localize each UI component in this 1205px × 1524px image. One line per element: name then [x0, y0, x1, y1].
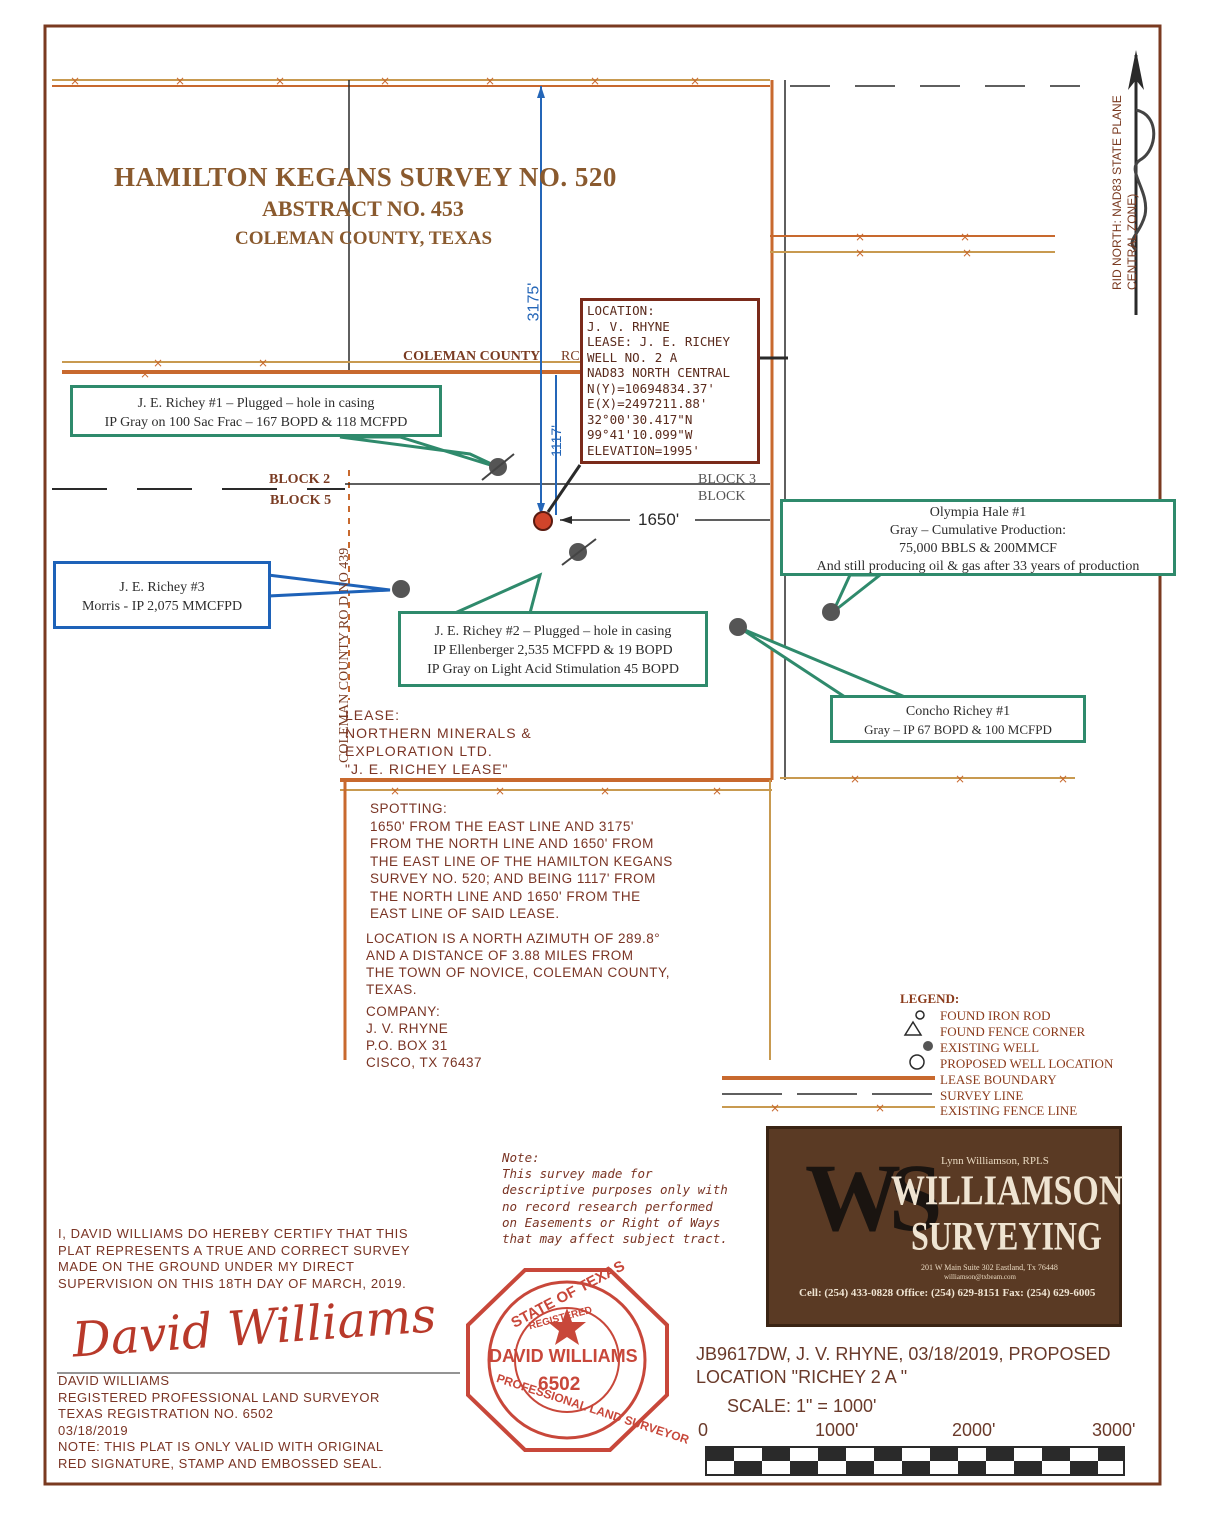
svg-text:×: × — [770, 1101, 780, 1115]
block5-label: BLOCK 5 — [270, 493, 332, 508]
legend-found-iron-rod: FOUND IRON ROD — [940, 1008, 1051, 1023]
legend-existing-well: EXISTING WELL — [940, 1040, 1040, 1055]
location-box-pointer — [546, 464, 582, 513]
svg-text:×: × — [175, 74, 185, 88]
svg-text:×: × — [962, 246, 972, 260]
plat-border — [43, 24, 1162, 1486]
job-line-1: JB9617DW, J. V. RHYNE, 03/18/2019, PROPO… — [696, 1344, 1111, 1364]
logo-initials: WS — [805, 1144, 942, 1251]
company-block: COMPANY: J. V. RHYNE P.O. BOX 31 CISCO, … — [366, 1004, 483, 1070]
scale-tick-2000: 2000' — [952, 1420, 996, 1440]
block2-label: BLOCK 2 — [269, 472, 331, 487]
fence-x-marks-top: × × × × × × × — [70, 74, 700, 88]
seal-name: DAVID WILLIAMS — [489, 1346, 638, 1366]
survey-note: Note: This survey made for descriptive p… — [502, 1150, 728, 1247]
callout-concho: Concho Richey #1 Gray – IP 67 BOPD & 100… — [830, 695, 1086, 743]
road-label-top-suffix: RC — [561, 349, 580, 364]
callout-pointer-richey3 — [266, 573, 391, 598]
north-arrow-head — [1128, 50, 1144, 90]
svg-text:×: × — [390, 784, 400, 798]
logo-email: williamson@txbeam.com — [944, 1273, 1016, 1281]
abstract-title: ABSTRACT NO. 453 — [262, 196, 464, 221]
svg-text:×: × — [850, 772, 860, 786]
proposed-well-richey2a — [533, 511, 553, 531]
block-other-label: BLOCK — [698, 489, 746, 504]
svg-text:×: × — [600, 784, 610, 798]
callout-richey3: J. E. Richey #3 Morris - IP 2,075 MMCFPD — [53, 561, 271, 629]
svg-text:×: × — [275, 74, 285, 88]
fence-x-marks-east-lower: × × × — [850, 772, 1068, 786]
scale-bar — [705, 1446, 1125, 1476]
callout-pointer-concho — [739, 626, 906, 699]
callout-richey1: J. E. Richey #1 – Plugged – hole in casi… — [70, 385, 442, 437]
svg-text:×: × — [485, 74, 495, 88]
svg-text:×: × — [590, 74, 600, 88]
fence-x-marks-upper-right: × × × × — [855, 230, 972, 260]
logo-phones: Cell: (254) 433-0828 Office: (254) 629-8… — [799, 1287, 1096, 1299]
scale-tick-1000: 1000' — [815, 1420, 859, 1440]
existing-well-richey3 — [392, 580, 410, 598]
legend-title: LEGEND: — [900, 991, 960, 1006]
svg-text:×: × — [495, 784, 505, 798]
callout-pointer-richey2 — [454, 572, 543, 615]
survey-title: HAMILTON KEGANS SURVEY NO. 520 — [114, 162, 617, 192]
svg-text:×: × — [712, 784, 722, 798]
callout-pointer-richey1 — [339, 435, 501, 470]
williamson-surveying-logo: WS Lynn Williamson, RPLS WILLIAMSON SURV… — [766, 1126, 1124, 1327]
svg-text:×: × — [70, 74, 80, 88]
svg-text:×: × — [153, 356, 163, 370]
location-info-box: LOCATION: J. V. RHYNE LEASE: J. E. RICHE… — [580, 298, 760, 464]
job-line-2: LOCATION "RICHEY 2 A " — [696, 1367, 908, 1387]
surveyor-seal — [466, 1268, 669, 1452]
dimension-1117-label: 1117' — [547, 425, 564, 457]
surveyor-info: DAVID WILLIAMS REGISTERED PROFESSIONAL L… — [58, 1373, 384, 1471]
svg-text:×: × — [1058, 772, 1068, 786]
certification-text: I, DAVID WILLIAMS DO HEREBY CERTIFY THAT… — [58, 1226, 411, 1291]
fence-x-marks-south: × × × × — [390, 784, 722, 798]
north-arrow-flourish — [1130, 108, 1156, 252]
logo-name-2: SURVEYING — [911, 1213, 1102, 1259]
fence-x-marks-road: ××× — [140, 356, 268, 381]
scale-label: SCALE: 1" = 1000' — [727, 1396, 877, 1416]
svg-text:×: × — [875, 1101, 885, 1115]
location-azimuth-block: LOCATION IS A NORTH AZIMUTH OF 289.8° AN… — [366, 931, 671, 997]
dimension-3175-label: 3175' — [525, 282, 543, 322]
callout-richey2: J. E. Richey #2 – Plugged – hole in casi… — [398, 611, 708, 687]
legend-survey-line: SURVEY LINE — [940, 1088, 1024, 1103]
county-title: COLEMAN COUNTY, TEXAS — [235, 228, 493, 249]
existing-well-olympia — [822, 603, 840, 621]
dimension-1650-label: 1650' — [638, 510, 680, 529]
logo-name-1: WILLIAMSON — [891, 1168, 1124, 1215]
scale-tick-0: 0 — [698, 1420, 709, 1440]
svg-text:×: × — [960, 230, 970, 244]
svg-text:×: × — [140, 367, 150, 381]
seal-number: 6502 — [538, 1374, 581, 1395]
existing-well-concho — [729, 618, 747, 636]
legend-fence-line: EXISTING FENCE LINE — [940, 1103, 1078, 1118]
scale-tick-3000: 3000' — [1092, 1420, 1136, 1440]
legend-symbols: × × — [722, 1010, 935, 1115]
logo-address: 201 W Main Suite 302 Eastland, Tx 76448 — [921, 1263, 1058, 1272]
block3-label: BLOCK 3 — [698, 472, 756, 487]
callout-olympia: Olympia Hale #1 Gray – Cumulative Produc… — [780, 499, 1176, 576]
svg-text:×: × — [855, 246, 865, 260]
north-arrow-label: RID NORTH: NAD83 STATE PLANE CENTRAL ZON… — [1110, 95, 1139, 290]
road-label-top: COLEMAN COUNTY — [403, 349, 541, 364]
svg-text:×: × — [855, 230, 865, 244]
callout-pointer-olympia — [831, 573, 885, 614]
svg-text:×: × — [690, 74, 700, 88]
legend-proposed-well: PROPOSED WELL LOCATION — [940, 1056, 1114, 1071]
svg-text:×: × — [955, 772, 965, 786]
logo-owner: Lynn Williamson, RPLS — [941, 1155, 1049, 1167]
lease-label: LEASE: NORTHERN MINERALS & EXPLORATION L… — [345, 707, 532, 777]
svg-text:×: × — [258, 356, 268, 370]
legend-found-fence-corner: FOUND FENCE CORNER — [940, 1024, 1086, 1039]
legend-lease-boundary: LEASE BOUNDARY — [940, 1072, 1057, 1087]
svg-text:×: × — [380, 74, 390, 88]
spotting-block: SPOTTING: 1650' FROM THE EAST LINE AND 3… — [370, 801, 673, 921]
